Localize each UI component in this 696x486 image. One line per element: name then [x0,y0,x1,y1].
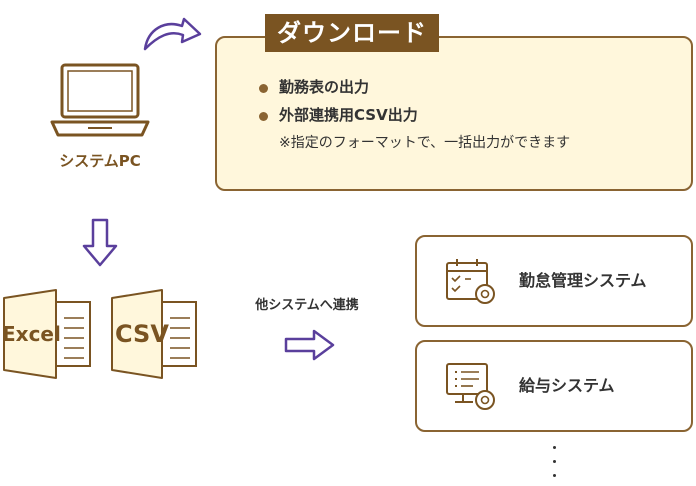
calendar-gear-icon [446,259,495,304]
download-note: ※指定のフォーマットで、一括出力ができます [279,135,571,151]
transfer-label: 他システムへ連携 [255,298,359,313]
system-pc-label: システムPC [59,152,141,170]
curved-arrow-icon [143,17,202,51]
ellipsis-dot [553,460,556,463]
excel-file-icon [3,289,91,379]
download-panel: 勤務表の出力 外部連携用CSV出力 ※指定のフォーマットで、一括出力ができます [215,36,693,191]
right-arrow-icon [284,329,335,361]
download-item-csv: 外部連携用CSV出力 [279,106,418,124]
attendance-system-box: 勤怠管理システム [415,235,693,327]
down-arrow-icon [82,218,118,267]
download-title: ダウンロード [265,14,439,52]
payroll-system-box: 給与システム [415,340,693,432]
csv-label: CSV [115,320,169,348]
excel-label: Excel [2,322,61,346]
bullet-dot [259,84,268,93]
payroll-system-label: 給与システム [519,376,615,395]
laptop-icon [50,63,150,137]
bullet-dot [259,112,268,121]
csv-file-icon [111,289,197,379]
ellipsis-dot [553,446,556,449]
attendance-system-label: 勤怠管理システム [519,271,647,290]
download-item-timesheet: 勤務表の出力 [279,78,370,96]
monitor-gear-icon [446,363,495,410]
ellipsis-dot [553,474,556,477]
